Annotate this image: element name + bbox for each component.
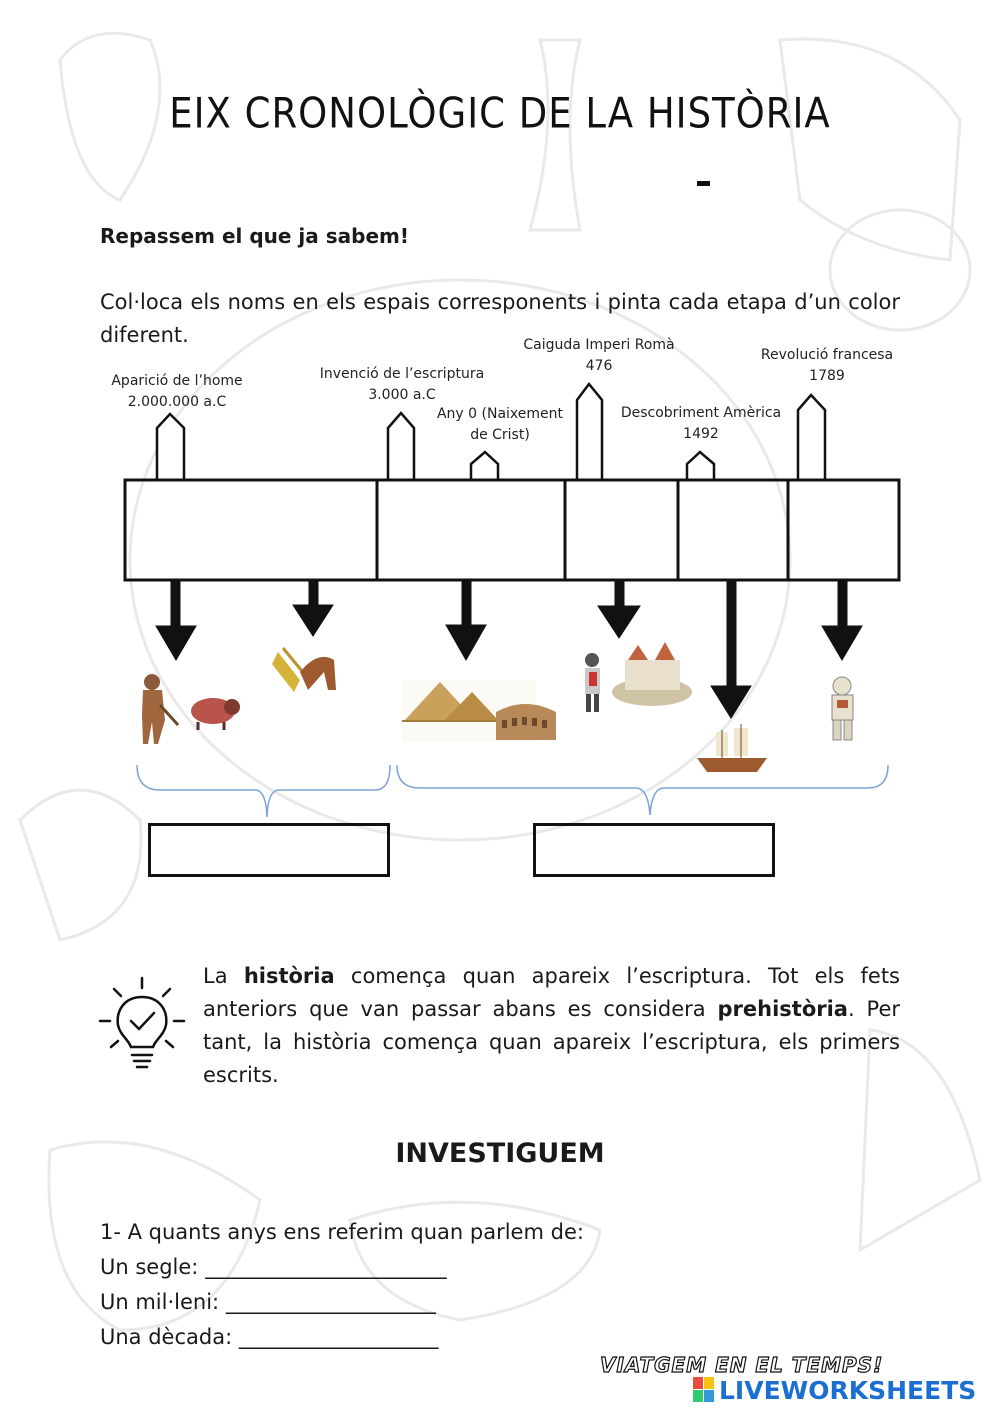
- page-title: EIX CRONOLÒGIC DE LA HISTÒRIA: [169, 89, 831, 138]
- question-item-mileni: Un mil·leni: ____________________: [100, 1290, 436, 1314]
- answer-box-2[interactable]: [533, 823, 775, 877]
- keyword-historia: història: [243, 964, 335, 988]
- lightbulb-check-icon: [98, 976, 186, 1069]
- bison-icon: [191, 698, 240, 730]
- astronaut-icon: [831, 676, 854, 741]
- marker-fall-of-rome: [575, 381, 604, 480]
- blank-mileni[interactable]: ____________________: [225, 1290, 436, 1314]
- question-item-decada: Una dècada: ___________________: [100, 1325, 439, 1349]
- timeline-label-french-revolution: Revolució francesa 1789: [760, 347, 894, 384]
- marker-discovery-of-america: [685, 450, 716, 480]
- blank-decada[interactable]: ___________________: [238, 1325, 439, 1349]
- arrow-6: [821, 581, 863, 661]
- timeline-label-invention-of-writing: Invenció de l’escriptura 3.000 a.C: [319, 366, 485, 403]
- marker-french-revolution: [796, 393, 827, 480]
- timeline-label-discovery-of-america: Descobriment Amèrica 1492: [620, 405, 782, 442]
- question-item-segle: Un segle: _______________________: [100, 1255, 447, 1279]
- question-1: 1- A quants anys ens referim quan parlem…: [100, 1220, 584, 1244]
- marker-year-zero: [469, 450, 500, 480]
- arrow-5: [710, 581, 752, 719]
- timeline-markers: [155, 381, 827, 480]
- section-heading-investiguem: INVESTIGUEM: [395, 1138, 605, 1169]
- timeline-arrows: [155, 581, 863, 719]
- caravel-ship-icon: [697, 724, 767, 772]
- arrow-1: [155, 581, 197, 661]
- liveworksheets-logo: LIVEWORKSHEETS: [693, 1376, 976, 1405]
- timeline-bar: [123, 478, 901, 582]
- arrow-2: [292, 581, 334, 637]
- arrow-4: [597, 581, 641, 639]
- timeline-label-year-zero: Any 0 (Naixement de Crist): [436, 406, 564, 443]
- footer-brand: VIATGEM EN EL TEMPS!: [599, 1352, 884, 1377]
- caveman-icon: [142, 674, 180, 744]
- brace-history: [396, 764, 889, 816]
- knight-icon: [585, 653, 600, 712]
- castle-icon: [612, 642, 692, 706]
- timeline-label-appearance-of-man: Aparició de l’home 2.000.000 a.C: [111, 373, 243, 410]
- wheat-horse-icon: [272, 647, 336, 692]
- answer-box-1[interactable]: [148, 823, 390, 877]
- subheading: Repassem el que ja sabem!: [100, 224, 409, 248]
- arrow-3: [445, 581, 487, 662]
- timeline-label-fall-of-rome: Caiguda Imperi Romà 476: [523, 337, 675, 374]
- marker-invention-of-writing: [386, 411, 416, 480]
- marker-appearance-of-man: [155, 412, 186, 480]
- blank-segle[interactable]: _______________________: [205, 1255, 447, 1279]
- keyword-prehistoria: prehistòria: [717, 997, 848, 1021]
- brace-prehistory: [136, 764, 391, 818]
- dash-mark: [697, 181, 710, 186]
- timeline-diagram: [123, 381, 901, 818]
- instruction-text: Col·loca els noms en els espais correspo…: [100, 290, 900, 347]
- history-definition-text: La història comença quan apareix l’escri…: [203, 964, 901, 1087]
- colosseum-icon: [496, 704, 556, 740]
- liveworksheets-badge-icon: [693, 1377, 714, 1402]
